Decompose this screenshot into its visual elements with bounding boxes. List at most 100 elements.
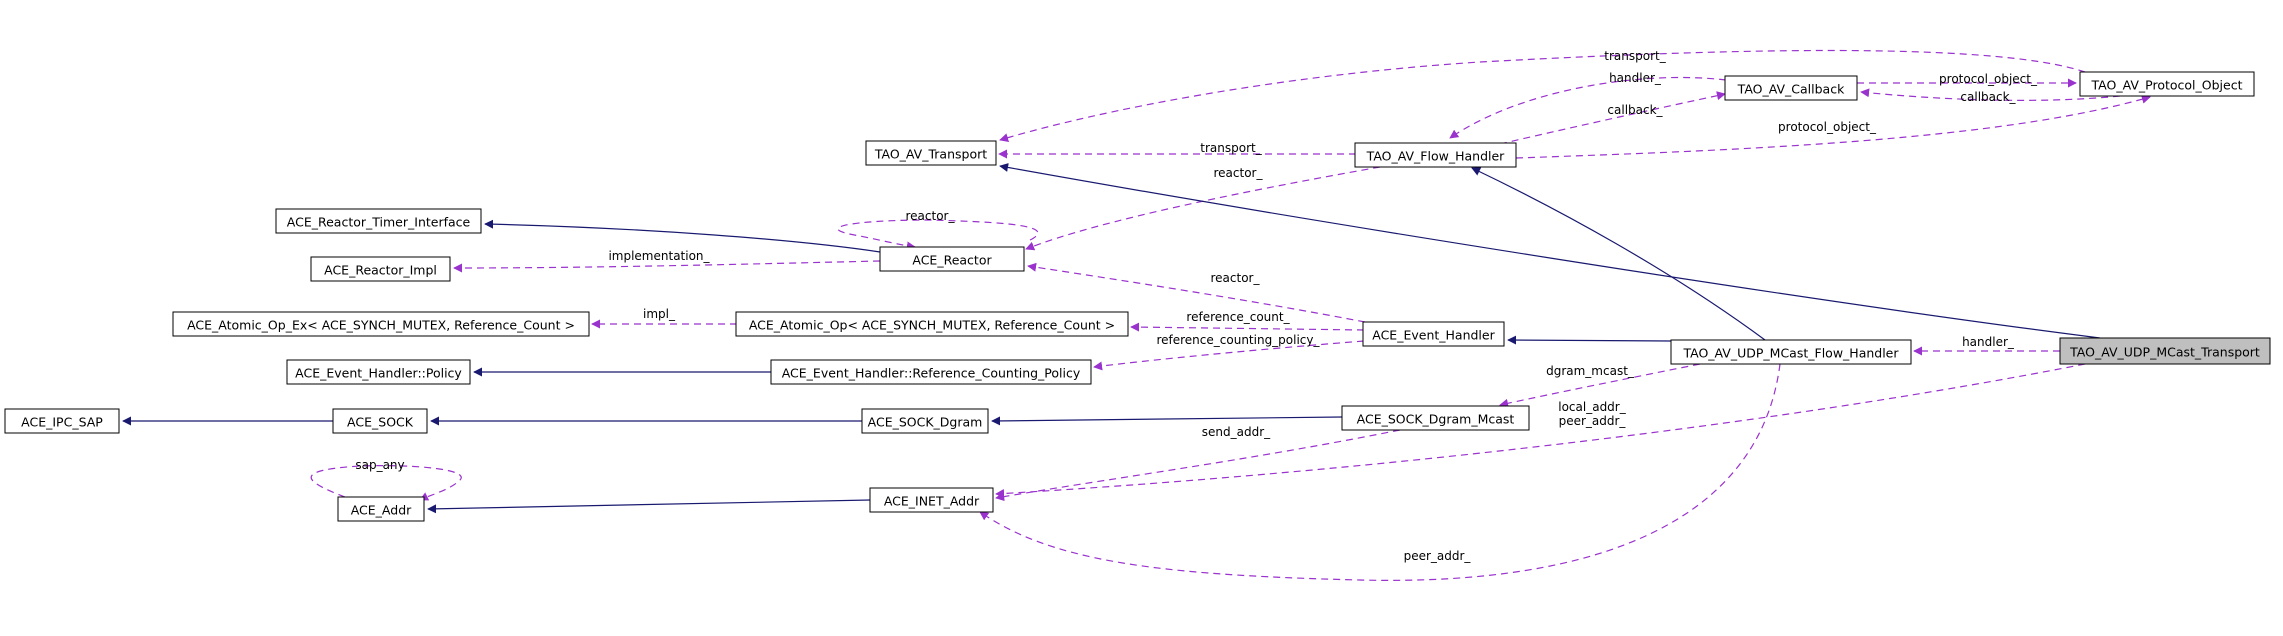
class-node-label: ACE_IPC_SAP bbox=[21, 415, 103, 430]
usage-edge-sap-any bbox=[310, 465, 462, 501]
class-node-label: ACE_Event_Handler::Reference_Counting_Po… bbox=[782, 366, 1081, 381]
edge-label: reactor_ bbox=[1211, 271, 1261, 285]
class-node-ipc-sap[interactable]: ACE_IPC_SAP bbox=[4, 408, 120, 434]
class-node-box bbox=[770, 359, 1092, 385]
class-node-label: ACE_Reactor_Impl bbox=[324, 263, 437, 278]
class-node-udp-transport[interactable]: TAO_AV_UDP_MCast_Transport bbox=[2059, 337, 2271, 365]
class-node-sock-dgram-mcast[interactable]: ACE_SOCK_Dgram_Mcast bbox=[1341, 405, 1530, 431]
usage-edge-reactor-self bbox=[837, 219, 1039, 251]
class-node-label: ACE_SOCK bbox=[347, 415, 414, 430]
class-node-box bbox=[861, 408, 989, 434]
class-node-eh-policy[interactable]: ACE_Event_Handler::Policy bbox=[286, 359, 471, 385]
edge-label: impl_ bbox=[643, 307, 676, 321]
class-node-label: TAO_AV_Flow_Handler bbox=[1366, 149, 1506, 164]
class-node-label: ACE_Atomic_Op< ACE_SYNCH_MUTEX, Referenc… bbox=[749, 318, 1115, 333]
edge-label: implementation_ bbox=[608, 249, 710, 263]
class-node-udp-flow-handler[interactable]: TAO_AV_UDP_MCast_Flow_Handler bbox=[1670, 339, 1912, 365]
edge-label: handler_ bbox=[1609, 71, 1662, 85]
usage-edge-dgram-mcast bbox=[1499, 363, 1701, 408]
edge-label: local_addr_ bbox=[1558, 400, 1626, 414]
edge-label: protocol_object_ bbox=[1939, 72, 2038, 86]
inheritance-edge-inet-addr bbox=[427, 499, 871, 514]
edge-label: protocol_object_ bbox=[1778, 120, 1877, 134]
usage-edge-refcount-policy bbox=[1093, 340, 1365, 371]
class-node-label: TAO_AV_Protocol_Object bbox=[2091, 78, 2243, 93]
class-node-label: TAO_AV_UDP_MCast_Transport bbox=[2069, 345, 2260, 360]
edge-label: transport_ bbox=[1200, 141, 1262, 155]
usage-edge-send-addr bbox=[995, 429, 1401, 502]
class-node-atomic-op-ex[interactable]: ACE_Atomic_Op_Ex< ACE_SYNCH_MUTEX, Refer… bbox=[172, 311, 590, 337]
class-node-label: ACE_Reactor_Timer_Interface bbox=[287, 215, 471, 230]
class-node-box bbox=[869, 487, 994, 513]
usage-edge-peer-addr-fh bbox=[979, 363, 1781, 581]
inheritance-edge-mcast-dgram bbox=[991, 416, 1343, 426]
class-node-label: ACE_Event_Handler::Policy bbox=[295, 366, 462, 381]
class-node-box bbox=[865, 140, 997, 166]
edge-label: send_addr_ bbox=[1202, 425, 1271, 439]
edge-label: callback_ bbox=[1607, 103, 1663, 117]
edge-label: reference_count_ bbox=[1186, 310, 1290, 324]
class-node-av-callback[interactable]: TAO_AV_Callback bbox=[1724, 75, 1858, 101]
class-node-box bbox=[2059, 337, 2271, 365]
class-node-event-handler[interactable]: ACE_Event_Handler bbox=[1362, 321, 1505, 347]
class-node-reactor-impl[interactable]: ACE_Reactor_Impl bbox=[310, 256, 451, 282]
class-node-label: ACE_SOCK_Dgram_Mcast bbox=[1357, 412, 1515, 427]
class-node-atomic-op[interactable]: ACE_Atomic_Op< ACE_SYNCH_MUTEX, Referenc… bbox=[735, 311, 1129, 337]
usage-edge-protocol-object-fh bbox=[1515, 94, 2151, 159]
edge-label: peer_addr_ bbox=[1404, 549, 1472, 563]
class-node-label: ACE_Reactor bbox=[912, 253, 992, 268]
usage-edge-implementation bbox=[453, 260, 881, 273]
class-node-addr[interactable]: ACE_Addr bbox=[337, 496, 425, 522]
class-node-label: ACE_INET_Addr bbox=[884, 494, 980, 509]
class-node-box bbox=[1670, 339, 1912, 365]
usage-edge-reactor-eh bbox=[1027, 262, 1366, 323]
edge-label: reference_counting_policy_ bbox=[1156, 333, 1320, 347]
class-node-reactor-timer-interface[interactable]: ACE_Reactor_Timer_Interface bbox=[275, 208, 482, 234]
class-node-box bbox=[1354, 142, 1517, 168]
class-node-box bbox=[1341, 405, 1530, 431]
edge-label: callback_ bbox=[1960, 90, 2016, 104]
edge-label: reactor_ bbox=[1214, 166, 1264, 180]
usage-edge-transport-proto bbox=[999, 49, 2086, 142]
class-node-box bbox=[2079, 71, 2255, 97]
class-node-box bbox=[337, 496, 425, 522]
class-node-box bbox=[275, 208, 482, 234]
inheritance-edge-reactor-inherit bbox=[484, 219, 881, 253]
class-node-box bbox=[4, 408, 120, 434]
class-node-label: TAO_AV_Transport bbox=[874, 147, 987, 162]
usage-edge-handler-cb bbox=[1449, 76, 1727, 139]
class-node-label: TAO_AV_Callback bbox=[1737, 82, 1845, 97]
class-node-box bbox=[172, 311, 590, 337]
inheritance-edge-udpfh-fh bbox=[1471, 167, 1766, 341]
class-node-box bbox=[332, 408, 428, 434]
class-node-sock[interactable]: ACE_SOCK bbox=[332, 408, 428, 434]
class-node-box bbox=[735, 311, 1129, 337]
class-node-label: ACE_SOCK_Dgram bbox=[868, 415, 983, 430]
class-node-av-flow-handler[interactable]: TAO_AV_Flow_Handler bbox=[1354, 142, 1517, 168]
class-node-box bbox=[310, 256, 451, 282]
class-node-label: ACE_Addr bbox=[351, 503, 412, 518]
edge-label: reactor_ bbox=[906, 209, 956, 223]
edge-label: handler_ bbox=[1962, 335, 2015, 349]
class-node-label: ACE_Event_Handler bbox=[1372, 328, 1495, 343]
class-node-av-protocol-object[interactable]: TAO_AV_Protocol_Object bbox=[2079, 71, 2255, 97]
edges-layer bbox=[122, 49, 2151, 581]
edge-labels-layer: transport_handler_protocol_object_callba… bbox=[355, 49, 2038, 563]
class-node-box bbox=[286, 359, 471, 385]
class-node-box bbox=[1724, 75, 1858, 101]
class-node-sock-dgram[interactable]: ACE_SOCK_Dgram bbox=[861, 408, 989, 434]
usage-edge-callback-fh bbox=[1499, 91, 1726, 145]
inheritance-edge-udpt-transport bbox=[999, 163, 2101, 339]
edge-label: dgram_mcast_ bbox=[1546, 364, 1635, 378]
nodes-layer: TAO_AV_Transport TAO_AV_Callback TAO_AV_Pr… bbox=[4, 71, 2271, 522]
class-node-inet-addr[interactable]: ACE_INET_Addr bbox=[869, 487, 994, 513]
edge-label: transport_ bbox=[1604, 49, 1666, 63]
class-node-label: ACE_Atomic_Op_Ex< ACE_SYNCH_MUTEX, Refer… bbox=[187, 318, 575, 333]
class-node-eh-refcount-policy[interactable]: ACE_Event_Handler::Reference_Counting_Po… bbox=[770, 359, 1092, 385]
class-node-av-transport[interactable]: TAO_AV_Transport bbox=[865, 140, 997, 166]
class-node-reactor[interactable]: ACE_Reactor bbox=[879, 246, 1025, 272]
class-node-box bbox=[879, 246, 1025, 272]
usage-edge-callback-po bbox=[1860, 88, 2121, 101]
edge-label: sap_any bbox=[355, 458, 404, 472]
